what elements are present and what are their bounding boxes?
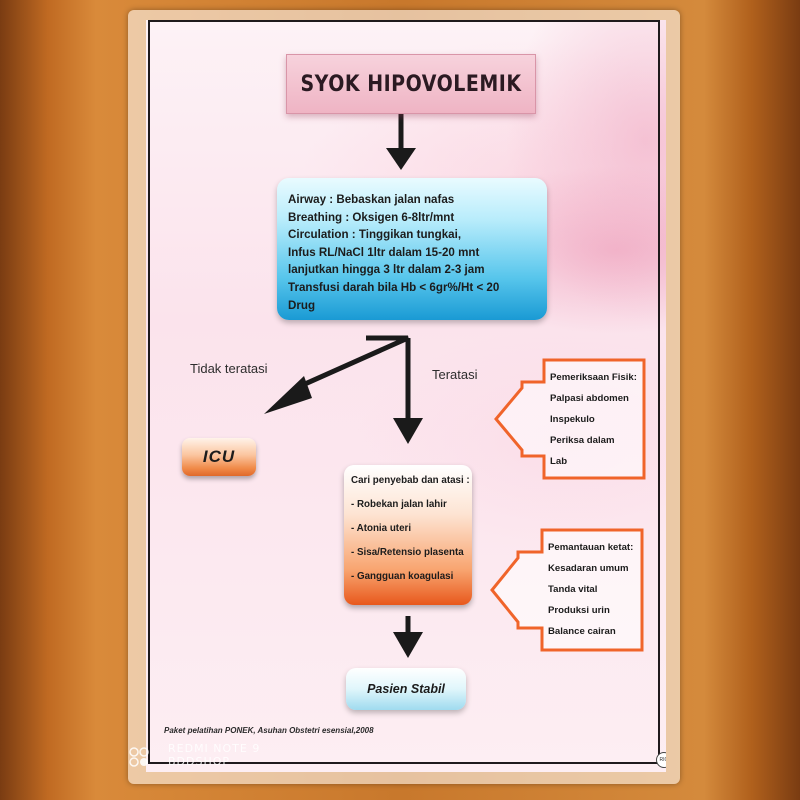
primary-management-box: Airway : Bebaskan jalan nafas Breathing … bbox=[277, 178, 547, 320]
poster-border bbox=[148, 20, 660, 764]
cause-item: - Atonia uteri bbox=[351, 523, 412, 534]
cause-box: Cari penyebab dan atasi : - Robekan jala… bbox=[344, 465, 472, 605]
primary-line: Drug bbox=[288, 298, 316, 312]
outcome-box: Pasien Stabil bbox=[346, 668, 466, 710]
primary-line: Circulation : Tinggikan tungkai, bbox=[288, 228, 462, 242]
monitor-panel: Pemantauan ketat: Kesadaran umum Tanda v… bbox=[542, 530, 642, 650]
monitor-item: Produksi urin bbox=[548, 605, 610, 616]
page-badge: RIG bbox=[656, 752, 666, 768]
exam-item: Lab bbox=[550, 456, 568, 467]
camera-watermark: REDMI NOTE 9 BDDSHOP bbox=[168, 742, 260, 768]
arrow-not-resolved bbox=[264, 335, 410, 414]
monitor-heading: Pemantauan ketat: bbox=[548, 542, 634, 553]
primary-line: Transfusi darah bila Hb < 6gr%/Ht < 20 bbox=[288, 280, 500, 294]
poster: SYOK HIPOVOLEMIK Airway : Bebaskan jalan… bbox=[146, 20, 666, 772]
label-not-resolved: Tidak teratasi bbox=[190, 361, 268, 376]
exam-panel: Pemeriksaan Fisik: Palpasi abdomen Inspe… bbox=[544, 360, 644, 478]
exam-item: Inspekulo bbox=[550, 414, 595, 425]
cause-heading: Cari penyebab dan atasi : bbox=[351, 475, 470, 486]
monitor-item: Balance cairan bbox=[548, 626, 616, 637]
icu-box: ICU bbox=[182, 438, 256, 476]
label-resolved: Teratasi bbox=[432, 367, 478, 382]
footer-citation: Paket pelatihan PONEK, Asuhan Obstetri e… bbox=[164, 726, 374, 735]
exam-item: Palpasi abdomen bbox=[550, 393, 629, 404]
arrow-title-to-primary bbox=[386, 112, 416, 170]
monitor-panel-outline bbox=[490, 528, 644, 652]
title-banner: SYOK HIPOVOLEMIK bbox=[286, 54, 536, 114]
watermark-shop: BDDSHOP bbox=[168, 755, 231, 768]
cause-item: - Gangguan koagulasi bbox=[351, 571, 454, 582]
monitor-item: Kesadaran umum bbox=[548, 563, 629, 574]
arrow-resolved bbox=[393, 338, 423, 444]
arrow-cause-to-stable bbox=[393, 616, 423, 658]
outcome-label: Pasien Stabil bbox=[367, 682, 445, 696]
cause-item: - Robekan jalan lahir bbox=[351, 499, 447, 510]
page-title: SYOK HIPOVOLEMIK bbox=[300, 71, 522, 97]
cause-item: - Sisa/Retensio plasenta bbox=[351, 547, 464, 558]
monitor-item: Tanda vital bbox=[548, 584, 598, 595]
camera-logo-icon bbox=[129, 747, 149, 767]
watermark-model: REDMI NOTE 9 bbox=[168, 742, 261, 755]
primary-line: lanjutkan hingga 3 ltr dalam 2-3 jam bbox=[288, 263, 485, 277]
exam-item: Periksa dalam bbox=[550, 435, 615, 446]
exam-heading: Pemeriksaan Fisik: bbox=[550, 372, 637, 383]
exam-panel-outline bbox=[494, 358, 646, 480]
primary-line: Infus RL/NaCl 1ltr dalam 15-20 mnt bbox=[288, 245, 480, 259]
flow-arrows bbox=[264, 112, 646, 658]
icu-label: ICU bbox=[202, 447, 236, 466]
primary-line: Airway : Bebaskan jalan nafas bbox=[288, 193, 455, 206]
primary-line: Breathing : Oksigen 6-8ltr/mnt bbox=[288, 210, 455, 224]
